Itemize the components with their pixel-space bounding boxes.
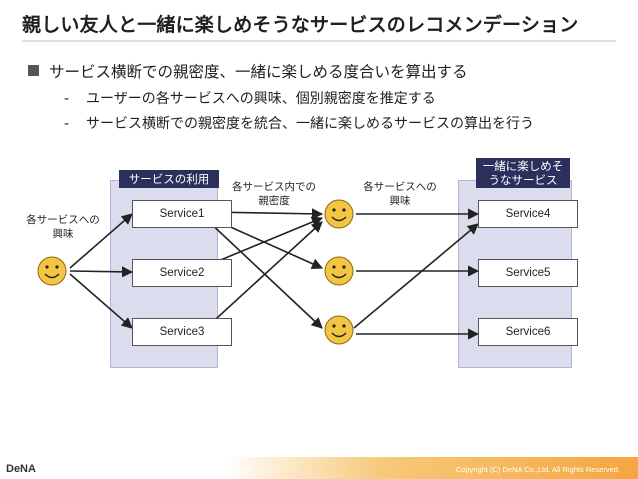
intimacy-note: 各サービス内での 親密度: [226, 180, 322, 208]
service-box: Service4: [478, 200, 578, 228]
arrow-service1-to-friend3: [205, 218, 323, 329]
main-bullet-text: サービス横断での親密度、一緒に楽しめる度合いを算出する: [49, 63, 468, 81]
arrow-user-to-service3: [69, 273, 133, 329]
arrow-user-to-service1: [69, 213, 133, 269]
square-bullet-icon: [28, 65, 39, 76]
sub-bullet: -ユーザーの各サービスへの興味、個別親密度を推定する: [64, 88, 436, 108]
note-line: 各サービス内での: [232, 181, 316, 193]
friend-interest-note: 各サービスへの 興味: [358, 180, 442, 208]
note-line: 興味: [52, 228, 74, 240]
service-box: Service1: [132, 200, 232, 228]
dash-marker: -: [64, 91, 70, 107]
user-interest-note: 各サービスへの 興味: [26, 213, 100, 241]
service-box: Service2: [132, 259, 232, 287]
sub-bullet: -サービス横断での親密度を統合、一緒に楽しめるサービスの算出を行う: [64, 113, 534, 133]
arrow-user-to-service2: [69, 266, 134, 278]
left-column-label: サービスの利用: [119, 170, 219, 188]
arrow-service2-to-friend1: [205, 216, 324, 267]
right-column-label: 一緒に楽しめそ うなサービス: [476, 158, 570, 188]
arrow-service3-to-friend1: [205, 221, 323, 329]
sub-bullet-text: サービス横断での親密度を統合、一緒に楽しめるサービスの算出を行う: [86, 116, 534, 132]
service-box: Service3: [132, 318, 232, 346]
arrow-friend3-to-service4: [353, 223, 479, 329]
dena-logo: DeNA: [6, 463, 36, 475]
footer-bar: [0, 457, 638, 479]
note-line: 各サービスへの: [363, 181, 437, 193]
service-box: Service5: [478, 259, 578, 287]
note-line: 興味: [389, 195, 411, 207]
right-column-label-line1: 一緒に楽しめそ: [482, 159, 564, 173]
friend-smiley-icon: [324, 315, 354, 345]
note-line: 親密度: [258, 195, 290, 207]
main-bullet: サービス横断での親密度、一緒に楽しめる度合いを算出する: [28, 60, 468, 82]
friend-smiley-icon: [324, 199, 354, 229]
copyright-text: Copyright (C) DeNA Co.,Ltd. All Rights R…: [455, 465, 620, 474]
right-column-label-line2: うなサービス: [488, 173, 558, 187]
user-smiley-icon: [37, 256, 67, 286]
page-title: 親しい友人と一緒に楽しめそうなサービスのレコメンデーション: [22, 14, 579, 36]
friend-smiley-icon: [324, 256, 354, 286]
service-box: Service6: [478, 318, 578, 346]
dash-marker: -: [64, 116, 70, 132]
note-line: 各サービスへの: [26, 214, 100, 226]
title-divider: [22, 40, 616, 42]
sub-bullet-text: ユーザーの各サービスへの興味、個別親密度を推定する: [86, 91, 436, 107]
